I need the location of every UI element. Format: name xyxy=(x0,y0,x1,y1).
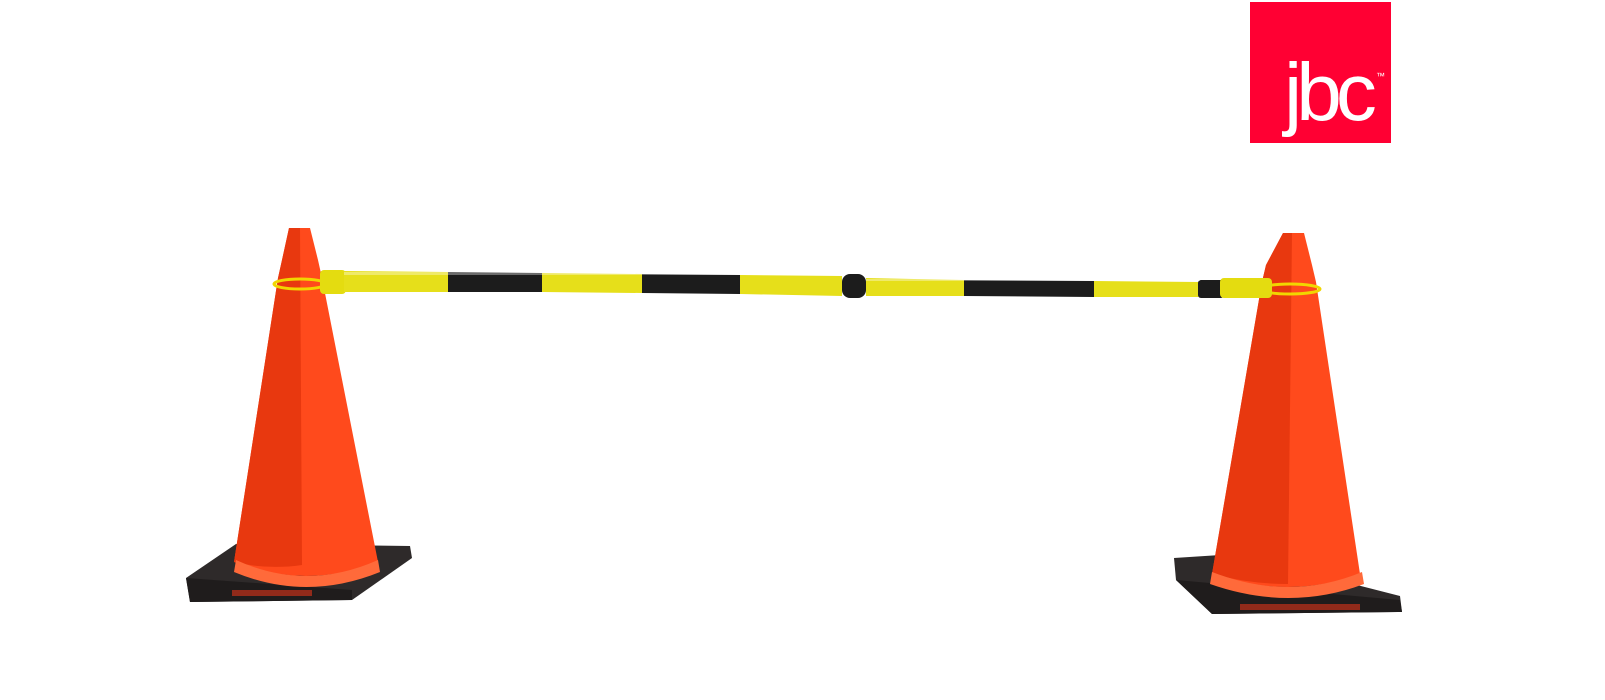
left-cone-body xyxy=(234,228,380,587)
right-traffic-cone xyxy=(1174,233,1402,614)
barrier-bar xyxy=(272,270,1322,298)
left-traffic-cone xyxy=(186,228,412,602)
logo-trademark: ™ xyxy=(1376,71,1385,81)
right-cone-body xyxy=(1210,233,1364,598)
logo-wordmark: jbc xyxy=(1284,47,1377,138)
jbc-logo: jbc ™ xyxy=(1250,2,1391,143)
